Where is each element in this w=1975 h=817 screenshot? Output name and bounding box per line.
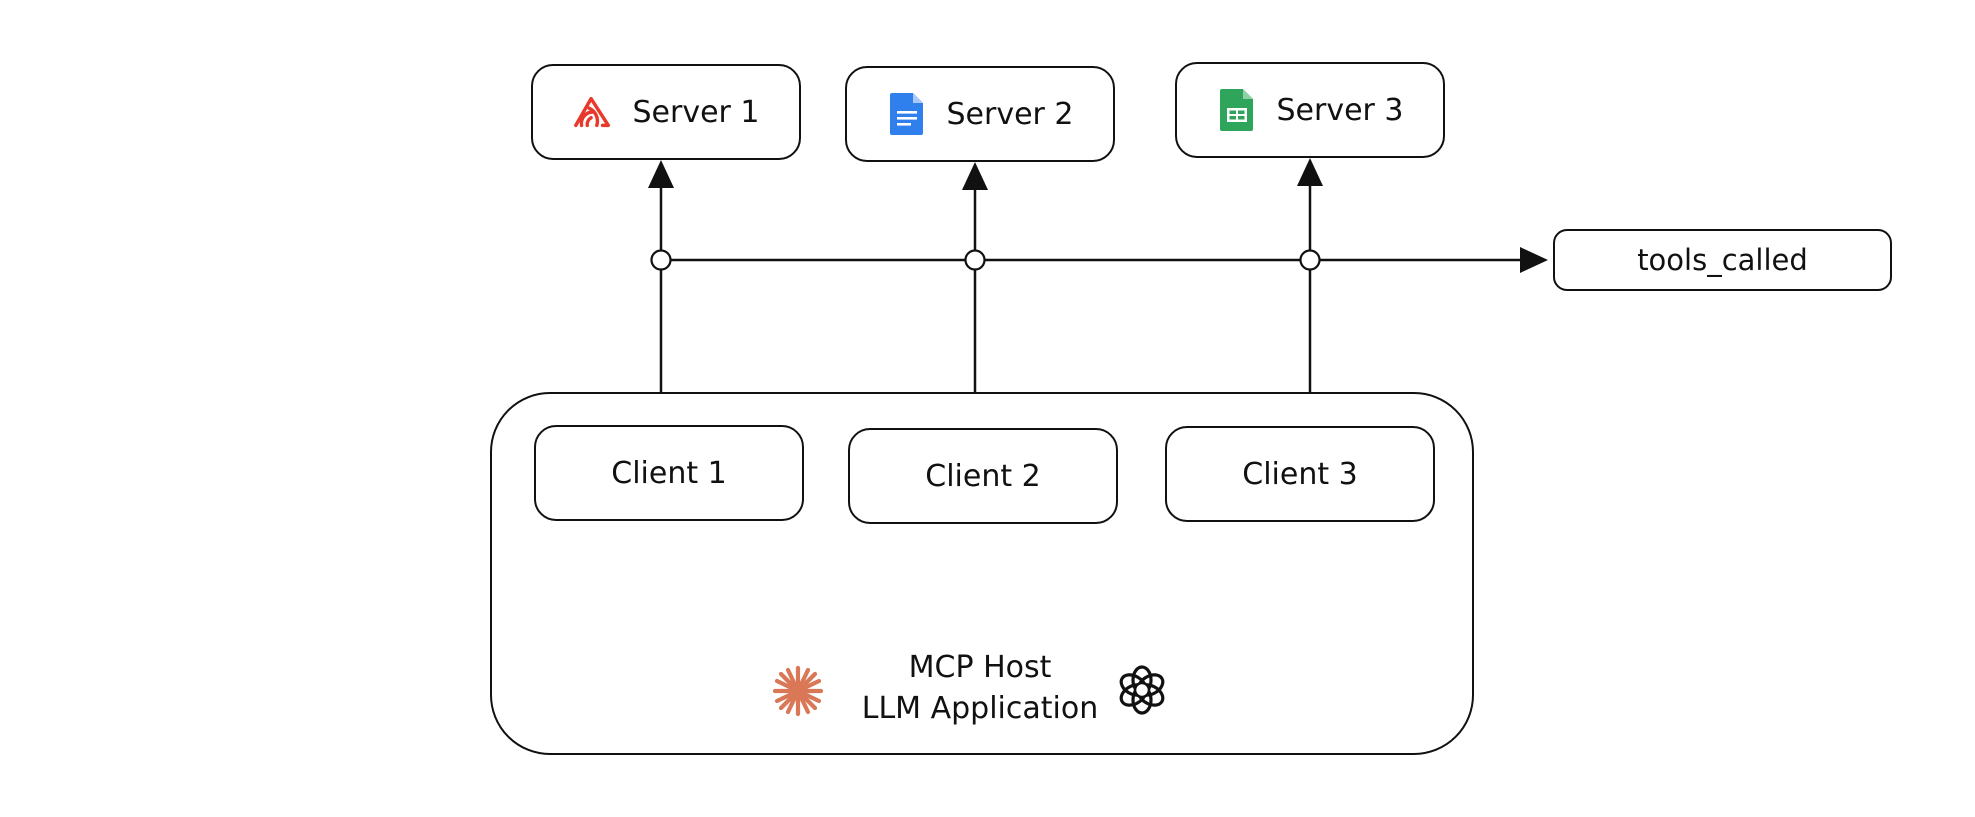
bus-arrowhead <box>1520 247 1548 273</box>
server-box-3[interactable]: Server 3 <box>1175 62 1445 158</box>
client-label-3: Client 3 <box>1242 456 1358 492</box>
google-docs-icon <box>886 91 928 137</box>
google-sheets-icon <box>1216 87 1258 133</box>
sentry-icon <box>572 89 614 135</box>
server-label-3: Server 3 <box>1276 92 1404 128</box>
client-box-1[interactable]: Client 1 <box>534 425 804 521</box>
junction-node-3 <box>1299 249 1321 271</box>
junction-node-2 <box>964 249 986 271</box>
arrowhead-up-1 <box>648 160 674 188</box>
client-label-1: Client 1 <box>611 455 727 491</box>
server-box-1[interactable]: Server 1 <box>531 64 801 160</box>
tools-called-box[interactable]: tools_called <box>1553 229 1892 291</box>
claude-icon <box>771 664 825 718</box>
host-label: MCP Host LLM Application <box>840 647 1120 729</box>
host-subtitle: LLM Application <box>861 691 1099 726</box>
arrowhead-up-2 <box>962 162 988 190</box>
arrowhead-up-3 <box>1297 158 1323 186</box>
client-label-2: Client 2 <box>925 458 1041 494</box>
client-box-3[interactable]: Client 3 <box>1165 426 1435 522</box>
openai-icon <box>1115 663 1169 717</box>
tools-called-label: tools_called <box>1637 243 1808 277</box>
client-box-2[interactable]: Client 2 <box>848 428 1118 524</box>
server-label-1: Server 1 <box>632 94 760 130</box>
host-title: MCP Host <box>908 650 1052 685</box>
junction-node-1 <box>650 249 672 271</box>
server-box-2[interactable]: Server 2 <box>845 66 1115 162</box>
server-label-2: Server 2 <box>946 96 1074 132</box>
